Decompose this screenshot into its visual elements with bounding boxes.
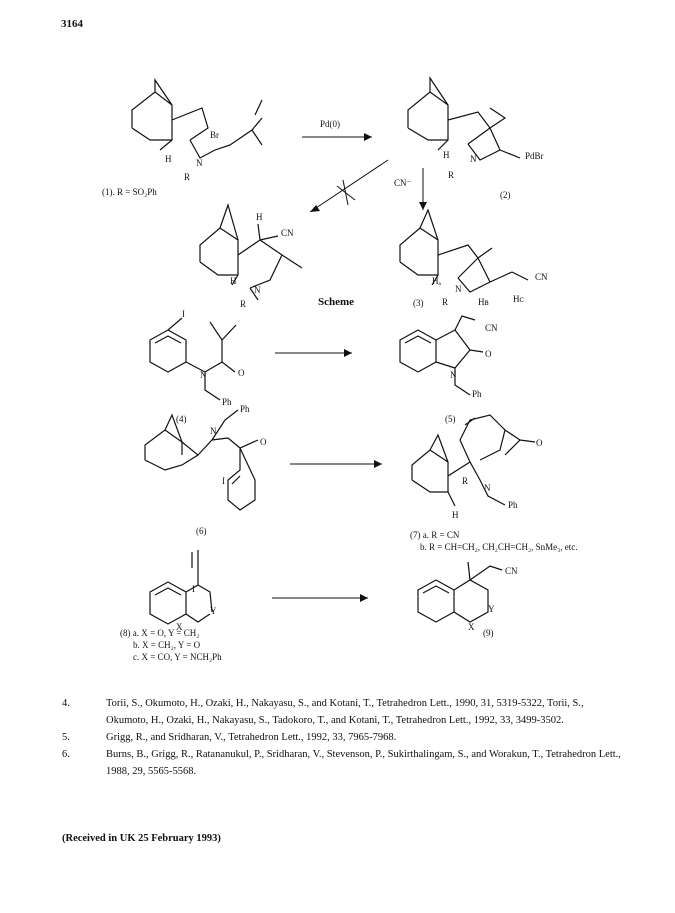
- cn-label-9: CN: [505, 566, 518, 576]
- h-label-1: H: [165, 154, 172, 164]
- caption-3: (3): [413, 298, 424, 308]
- y-label-8: Y: [210, 606, 217, 616]
- caption-8c: c. X = CO, Y = NCH₂Ph: [133, 652, 222, 662]
- r-label-blocked: R: [240, 299, 246, 309]
- cross-mark-2: [342, 179, 349, 206]
- reference-4: 4. Torii, S., Okumoto, H., Ozaki, H., Na…: [62, 695, 622, 729]
- arrow-blocked-head: [310, 205, 320, 212]
- h-label-blocked: H: [256, 212, 263, 222]
- compound-7-structure: [411, 414, 536, 507]
- reference-6: 6. Burns, B., Grigg, R., Ratananukul, P.…: [62, 746, 622, 780]
- reference-number: 4.: [62, 698, 70, 709]
- blocked-product-structure: [199, 203, 303, 301]
- reference-number: 5.: [62, 732, 70, 743]
- caption-1: (1). R = SO₂Ph: [102, 187, 157, 197]
- reference-text: Torii, S., Okumoto, H., Ozaki, H., Nakay…: [106, 698, 584, 726]
- reference-text: Burns, B., Grigg, R., Ratananukul, P., S…: [106, 749, 621, 777]
- n-label-2: N: [470, 154, 477, 164]
- reagent-cn: CN⁻: [394, 178, 412, 188]
- reference-number: 6.: [62, 749, 70, 760]
- cn-label-blocked: CN: [281, 228, 294, 238]
- i-label-4: I: [182, 309, 185, 319]
- arrow-pd-head: [364, 133, 372, 141]
- ph-label-6: Ph: [240, 404, 250, 414]
- arrow-4-5-head: [344, 349, 352, 357]
- n-label-1: N: [196, 158, 203, 168]
- h-label-7: H: [452, 510, 459, 520]
- reference-5: 5. Grigg, R., and Sridharan, V., Tetrahe…: [62, 729, 622, 746]
- caption-4: (4): [176, 414, 187, 424]
- hb-label: Hʙ: [478, 297, 489, 307]
- scheme-title: Scheme: [318, 296, 354, 308]
- n-label-4: N: [200, 370, 207, 380]
- arrow-cn-head: [419, 202, 427, 210]
- compound-4-structure: [149, 317, 237, 401]
- compound-6-structure: [144, 409, 259, 511]
- compound-2-structure: [407, 76, 521, 161]
- r-label-3: R: [442, 297, 448, 307]
- i-label-6: I: [222, 476, 225, 486]
- ph-label-4: Ph: [222, 397, 232, 407]
- r-label-1: R: [184, 172, 190, 182]
- compound-8-structure: [149, 550, 213, 625]
- r-label-7: R: [462, 476, 468, 486]
- caption-9: (9): [483, 628, 494, 638]
- i-label-8: I: [192, 584, 195, 594]
- caption-2: (2): [500, 190, 511, 200]
- o-label-7: O: [536, 438, 543, 448]
- r-label-2: R: [448, 170, 454, 180]
- n-label-blocked: N: [254, 285, 261, 295]
- references-list: 4. Torii, S., Okumoto, H., Ozaki, H., Na…: [62, 695, 622, 780]
- caption-6: (6): [196, 526, 207, 536]
- x-label-9: X: [468, 622, 475, 632]
- bromine-label: Br: [210, 130, 219, 140]
- n-label-7: N: [484, 483, 491, 493]
- compound-1-structure: [131, 78, 263, 159]
- n-label-3: N: [455, 284, 462, 294]
- caption-8b: b. X = CH₂, Y = O: [133, 640, 201, 650]
- received-note: (Received in UK 25 February 1993): [62, 833, 221, 844]
- n-label-5: N: [450, 370, 457, 380]
- reference-text: Grigg, R., and Sridharan, V., Tetrahedro…: [106, 732, 397, 743]
- arrow-6-7-head: [374, 460, 382, 468]
- compound-3-structure: [399, 208, 529, 293]
- cn-label-5: CN: [485, 323, 498, 333]
- reagent-pd: Pd(0): [320, 119, 340, 129]
- hc-label: Hᴄ: [513, 294, 524, 304]
- h-label-blocked-2: H: [230, 276, 237, 286]
- arrow-8-9-head: [360, 594, 368, 602]
- x-label-8: X: [176, 622, 183, 632]
- caption-7a: (7) a. R = CN: [410, 530, 460, 540]
- compound-5-structure: [399, 315, 484, 396]
- y-label-9: Y: [488, 604, 495, 614]
- page-number: 3164: [61, 18, 83, 30]
- ph-label-7: Ph: [508, 500, 518, 510]
- o-label-6: O: [260, 437, 267, 447]
- ha-label: Hₐ: [432, 276, 441, 286]
- ph-label-5: Ph: [472, 389, 482, 399]
- arrow-blocked: [309, 159, 389, 213]
- caption-5: (5): [445, 414, 456, 424]
- cn-label-3: CN: [535, 272, 548, 282]
- n-label-6: N: [210, 426, 217, 436]
- caption-8a: (8) a. X = O, Y = CH₂: [120, 628, 199, 638]
- compound-9-structure: [417, 561, 503, 623]
- o-label-4: O: [238, 368, 245, 378]
- h-label-2: H: [443, 150, 450, 160]
- caption-7b: b. R = CH=CH₂, CH₂CH=CH₂, SnMe₃, etc.: [420, 542, 578, 552]
- o-label-5: O: [485, 349, 492, 359]
- pdbr-label: PdBr: [525, 151, 544, 161]
